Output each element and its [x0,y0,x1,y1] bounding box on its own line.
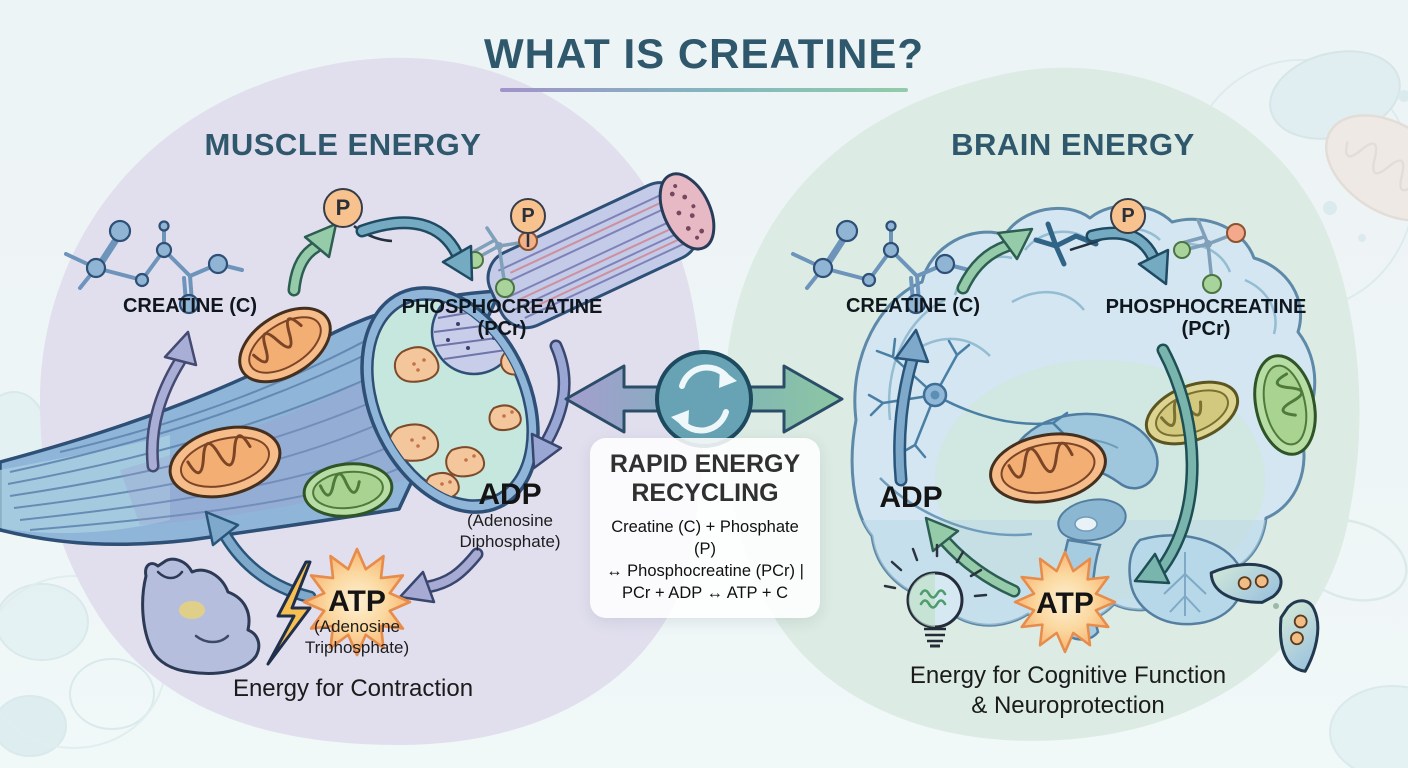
formula-line2: ↔ Phosphocreatine (PCr) | [606,562,804,580]
lightbulb-brain-icon [883,543,988,648]
mitochondrion-icon [168,425,282,499]
page-title: WHAT IS CREATINE? [483,30,925,77]
phosphate-badge: P [1110,198,1146,234]
mitochondrion-icon-green [1253,354,1317,456]
brain-caption-line2: & Neuroprotection [971,692,1165,719]
mitochondrion-icon [989,432,1107,504]
brain-caption-line1: Energy for Cognitive Function [909,662,1227,689]
creatine-label-brain: CREATINE (C) [845,295,981,317]
atp-sub-muscle: (Adenosine Triphosphate) [304,617,410,657]
atp-label-muscle: ATP [328,585,386,618]
atp-label-brain: ATP [1036,587,1094,620]
muscle-section-header: MUSCLE ENERGY [204,127,482,162]
card-title-line1: RAPID ENERGY [609,450,801,478]
phosphocreatine-abbr-muscle: (PCr) [477,318,527,340]
phosphocreatine-label-brain: PHOSPHOCREATINE [1105,296,1307,318]
synapse-icon [1209,563,1320,673]
phosphate-badge: P [510,198,546,234]
brain-section-header: BRAIN ENERGY [951,127,1195,162]
phosphocreatine-label-muscle: PHOSPHOCREATINE [401,296,603,318]
background-cells-decoration [0,50,1408,768]
muscle-fiber-illustration [0,172,716,547]
mitochondrion-icon-green [302,462,394,518]
muscle-cycle-arrows [145,216,571,604]
mitochondrion-icon [238,306,332,384]
adp-label-muscle: ADP [478,478,542,511]
recycle-icon [655,350,753,448]
phosphocreatine-molecule-brain [1173,218,1246,294]
adp-sub-muscle: (Adenosine Diphosphate) [459,511,561,551]
rapid-energy-recycling-card: RAPID ENERGY RECYCLING Creatine (C) + Ph… [590,438,820,618]
card-title-line2: RECYCLING [631,479,779,507]
creatine-label-muscle: CREATINE (C) [122,295,258,317]
phosphate-badge: P [323,188,363,228]
creatine-phosphorylation-molecule [1033,221,1099,267]
formula-line3: PCr + ADP ↔ ATP + C [622,584,788,602]
muscle-arm-icon [141,557,312,675]
adp-label-brain: ADP [879,481,943,514]
brain-cycle-arrows [893,226,1199,598]
title-underline [500,88,908,92]
lightning-bolt-icon [266,560,312,666]
muscle-caption: Energy for Contraction [232,675,474,702]
formula-line1: Creatine (C) + Phosphate (P) [611,518,799,558]
muscle-fiber-bundle [486,172,716,330]
atp-starburst-brain [1013,550,1117,654]
atp-starburst-muscle [302,547,412,657]
phosphocreatine-abbr-brain: (PCr) [1181,318,1231,340]
phosphocreatine-molecule-muscle [466,224,538,298]
